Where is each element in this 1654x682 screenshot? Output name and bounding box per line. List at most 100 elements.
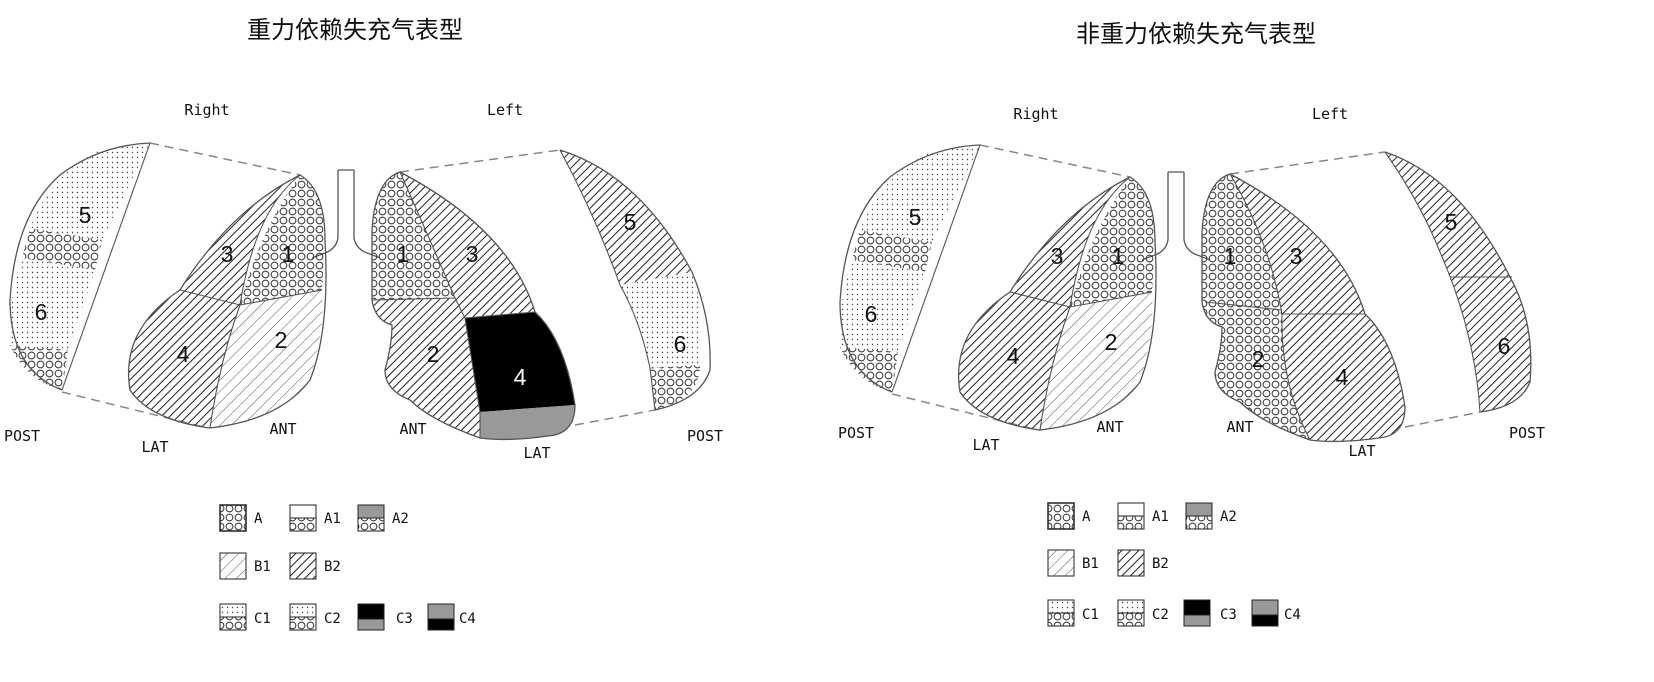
legend-label-c1: C1 (254, 611, 271, 627)
legend-swatch-b2 (1117, 549, 1145, 577)
label-ant-right: ANT (399, 420, 426, 438)
panel-1: 重力依赖失充气表型 Right Left POST LAT ANT ANT LA… (4, 16, 723, 631)
label-post-left: POST (838, 424, 874, 442)
legend-swatch-c2 (1117, 599, 1145, 614)
left-lung-side: 5 6 (559, 149, 711, 411)
legend-swatch-c3 (357, 603, 385, 620)
left-front-fissures (1204, 173, 1365, 441)
legend-swatch-c4-lower (1251, 614, 1279, 627)
zone-r2-label: 2 (275, 327, 288, 353)
zone-l1-label: 1 (397, 241, 410, 267)
label-post-right: POST (687, 427, 723, 445)
zone-l5 (1385, 152, 1531, 412)
zone-l6-label: 6 (674, 331, 687, 357)
label-lat-left: LAT (972, 436, 999, 454)
legend-label-b1: B1 (254, 559, 271, 575)
legend: A A1 A2 B1 B2 C1 C2 C3 C4 (1047, 502, 1301, 627)
label-post-left: POST (4, 427, 40, 445)
zone-r5-label: 5 (909, 204, 922, 230)
right-lung-front-outline (127, 174, 327, 429)
legend-swatch-b1 (219, 552, 247, 580)
zone-l6 (620, 272, 702, 368)
zone-r1 (1070, 177, 1155, 307)
label-left: Left (487, 101, 523, 119)
label-ant-left: ANT (1096, 418, 1123, 436)
legend-label-a2: A2 (392, 511, 409, 527)
zone-l5 (560, 150, 692, 285)
legend-label-c1: C1 (1082, 607, 1099, 623)
zone-l3-label: 3 (1290, 243, 1303, 269)
zone-l3-label: 3 (466, 241, 479, 267)
right-lung-front: 1 3 2 4 (127, 174, 327, 429)
panel-2-drawing: 5 6 1 3 2 4 (839, 144, 1532, 443)
right-lung-side: 5 6 (839, 144, 981, 393)
label-lat-left: LAT (141, 438, 168, 456)
legend-swatch-c1 (1047, 599, 1075, 614)
legend-label-c3: C3 (1220, 607, 1237, 623)
legend-swatch-c2 (289, 603, 317, 618)
zone-r4 (958, 292, 1070, 430)
label-lat-right: LAT (1348, 442, 1375, 460)
zone-r1-label: 1 (1112, 243, 1125, 269)
zone-r3 (180, 175, 300, 305)
zone-r6 (839, 260, 925, 352)
legend-label-a1: A1 (324, 511, 341, 527)
legend-swatch-a (219, 504, 247, 532)
legend-swatch-a2 (357, 504, 385, 519)
zone-r2 (1040, 292, 1153, 430)
legend-swatch-c2-lower (1117, 612, 1145, 627)
legend-label-c2: C2 (1152, 607, 1169, 623)
legend-label-c2: C2 (324, 611, 341, 627)
legend-label-b1: B1 (1082, 556, 1099, 572)
zone-r5 (860, 145, 980, 242)
label-right: Right (1013, 105, 1058, 123)
zone-l4-base (480, 405, 575, 440)
zone-l5-label: 5 (624, 209, 637, 235)
zone-l6-label: 6 (1498, 333, 1511, 359)
right-lung-side-outline (839, 144, 981, 393)
legend-swatch-c4-lower (427, 618, 455, 631)
left-lung-side-outline (1384, 151, 1532, 413)
legend-swatch-a1-lower (1117, 515, 1145, 530)
zone-r6-band (840, 347, 898, 392)
legend-swatch-a1-lower (289, 517, 317, 532)
left-lung-side-outline (559, 149, 711, 411)
left-side-boundary (1384, 151, 1512, 413)
panel-2: 非重力依赖失充气表型 Right Left POST LAT ANT ANT L… (838, 20, 1545, 627)
legend-swatch-b2 (289, 552, 317, 580)
legend-label-c4: C4 (459, 611, 476, 627)
legend-swatch-c1 (219, 603, 247, 618)
legend-swatch-b1 (1047, 549, 1075, 577)
zone-r1 (240, 175, 325, 305)
zone-r2 (210, 290, 323, 428)
legend-swatch-a2 (1185, 502, 1213, 517)
label-ant-left: ANT (269, 420, 296, 438)
label-ant-right: ANT (1226, 418, 1253, 436)
zone-l5-label: 5 (1445, 209, 1458, 235)
zone-r4-label: 4 (177, 341, 190, 367)
zone-r4 (128, 290, 240, 428)
zone-l4 (1281, 314, 1405, 442)
zone-l4-label: 4 (1336, 364, 1349, 390)
zone-l4 (465, 312, 575, 412)
legend-label-b2: B2 (1152, 556, 1169, 572)
legend-label-c4: C4 (1284, 607, 1301, 623)
zone-r5-label: 5 (79, 202, 92, 228)
legend-swatch-c1-lower (1047, 612, 1075, 627)
zone-r3-label: 3 (221, 241, 234, 267)
legend-swatch-c2-lower (289, 616, 317, 631)
connector-lines (61, 142, 656, 429)
legend-swatch-a2-lower (357, 517, 385, 532)
left-side-boundary (559, 149, 656, 411)
connector-lines (891, 144, 1481, 431)
zone-l1-label: 1 (1224, 243, 1237, 269)
zone-l2-label: 2 (1252, 346, 1265, 372)
panel-title: 非重力依赖失充气表型 (1076, 20, 1316, 48)
right-lung-front: 1 3 2 4 (957, 176, 1157, 431)
right-lung-side-outline (9, 142, 151, 391)
zone-l3 (1230, 174, 1365, 314)
legend-label-a1: A1 (1152, 509, 1169, 525)
left-front-fissures (371, 171, 536, 438)
zone-r3-label: 3 (1051, 243, 1064, 269)
